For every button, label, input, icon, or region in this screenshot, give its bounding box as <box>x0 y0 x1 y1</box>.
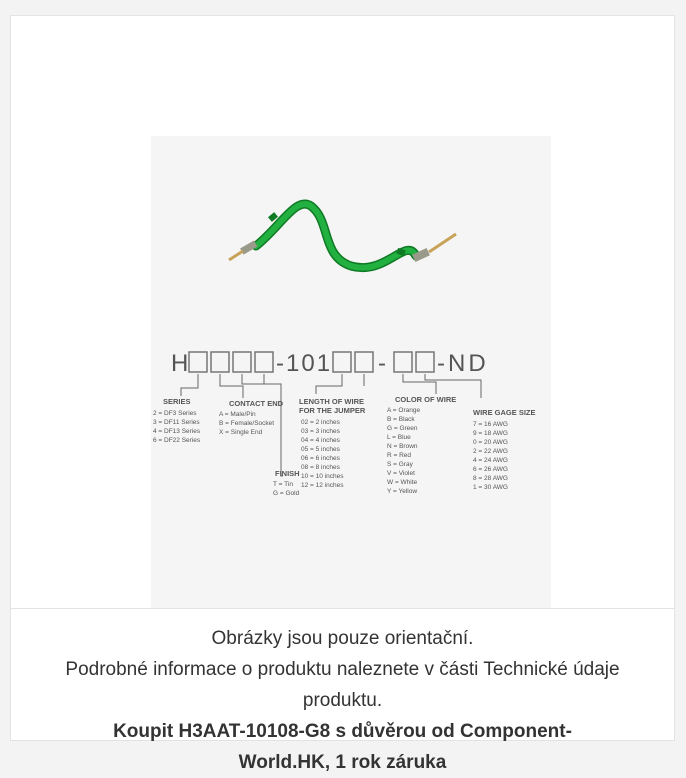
legend-length-item: 02 = 2 inches <box>301 419 341 426</box>
legend-series-item: 2 = DF3 Series <box>153 410 197 417</box>
part-number-code: H -101 - -ND <box>171 350 489 377</box>
legend-finish-item: G = Gold <box>273 490 300 497</box>
legend-color: COLOR OF WIRE A = Orange B = Black G = G… <box>387 395 456 495</box>
legend-series-item: 3 = DF11 Series <box>153 419 200 426</box>
legend-contact-end: CONTACT END A = Male/Pin B = Female/Sock… <box>219 399 284 436</box>
legend-finish-item: T = Tin <box>273 481 293 488</box>
legend-length-item: 05 = 5 inches <box>301 446 341 453</box>
legend-contact-item: A = Male/Pin <box>219 411 256 418</box>
caption-disclaimer: Obrázky jsou pouze orientační. <box>211 628 474 649</box>
legend-gage-item: 8 = 28 AWG <box>473 475 508 482</box>
legend-series-item: 6 = DF22 Series <box>153 437 201 444</box>
code-middle: -101 <box>276 350 332 377</box>
legend-length-item: 03 = 3 inches <box>301 428 341 435</box>
legend-color-item: B = Black <box>387 416 415 423</box>
legend-color-item: L = Blue <box>387 434 411 441</box>
legend-length-item: 06 = 6 inches <box>301 455 341 462</box>
legend-contact-item: X = Single End <box>219 429 263 436</box>
jumper-wire-illustration <box>228 199 457 273</box>
code-prefix: H <box>171 350 188 377</box>
code-dash: - <box>378 350 386 377</box>
legend-gage-item: 2 = 22 AWG <box>473 448 508 455</box>
legend-gage-item: 4 = 24 AWG <box>473 457 508 464</box>
legend-color-item: A = Orange <box>387 407 420 414</box>
legend-length-item: 04 = 4 inches <box>301 437 341 444</box>
legend-color-item: G = Green <box>387 425 418 432</box>
legend-series: SERIES 2 = DF3 Series 3 = DF11 Series 4 … <box>153 397 201 444</box>
legend-length-item: 10 = 10 inches <box>301 473 344 480</box>
legend-series-item: 4 = DF13 Series <box>153 428 201 435</box>
legend-gage: WIRE GAGE SIZE 7 = 16 AWG 9 = 18 AWG 0 =… <box>473 408 536 491</box>
legend-finish-title: FINISH <box>275 469 300 478</box>
legend-contact-item: B = Female/Socket <box>219 420 274 427</box>
legend-gage-item: 1 = 30 AWG <box>473 484 508 491</box>
legend-gage-title: WIRE GAGE SIZE <box>473 408 536 417</box>
product-image[interactable]: H -101 - -ND <box>151 136 551 608</box>
legend-color-item: N = Brown <box>387 443 418 450</box>
legend-length-item: 08 = 8 inches <box>301 464 341 471</box>
legend-color-item: W = White <box>387 479 418 486</box>
legend-leader-lines <box>180 374 482 477</box>
legend-color-item: S = Gray <box>387 461 414 468</box>
legend-finish: FINISH T = Tin G = Gold <box>273 469 300 497</box>
caption-details: Podrobné informace o produktu naleznete … <box>65 659 620 711</box>
code-suffix: -ND <box>437 350 489 377</box>
legend-color-item: Y = Yellow <box>387 488 417 495</box>
product-image-card: H -101 - -ND <box>10 15 675 773</box>
legend-contact-title: CONTACT END <box>229 399 284 408</box>
legend-length-title-2: FOR THE JUMPER <box>299 406 366 415</box>
jumper-wire-diagram: H -101 - -ND <box>153 199 536 497</box>
legend-gage-item: 9 = 18 AWG <box>473 430 508 437</box>
legend-length-item: 12 = 12 inches <box>301 482 344 489</box>
legend-length-title-1: LENGTH OF WIRE <box>299 397 364 406</box>
legend-series-title: SERIES <box>163 397 191 406</box>
legend-gage-item: 6 = 26 AWG <box>473 466 508 473</box>
legend-color-item: V = Violet <box>387 470 415 477</box>
legend-length: LENGTH OF WIRE FOR THE JUMPER 02 = 2 inc… <box>299 397 366 489</box>
legend-gage-item: 7 = 16 AWG <box>473 421 508 428</box>
legend-color-item: R = Red <box>387 452 411 459</box>
legend-color-title: COLOR OF WIRE <box>395 395 456 404</box>
legend-gage-item: 0 = 20 AWG <box>473 439 508 446</box>
image-caption: Obrázky jsou pouze orientační. Podrobné … <box>11 608 674 778</box>
caption-buy-text: Koupit H3AAT-10108-G8 s důvěrou od Compo… <box>113 721 572 773</box>
